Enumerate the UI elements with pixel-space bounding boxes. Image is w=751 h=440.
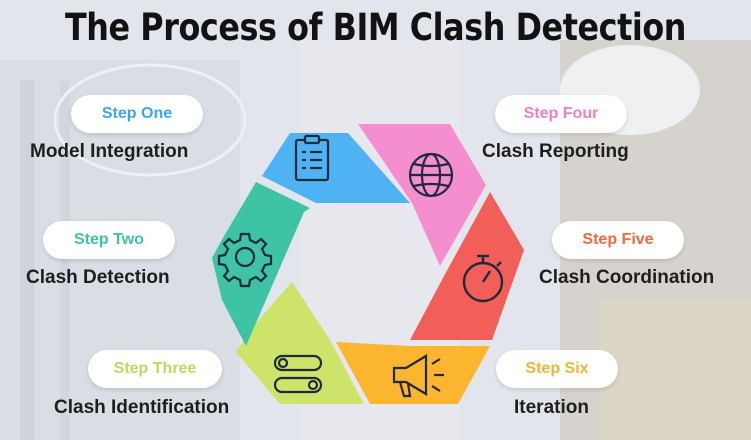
step-one-pill: Step One (71, 95, 203, 133)
clash-reporting-label: Clash Reporting (482, 141, 629, 162)
step-five-label: Step Five (582, 231, 654, 248)
iteration-label: Iteration (514, 397, 589, 418)
clipboard-icon (294, 134, 330, 182)
megaphone-icon (392, 354, 444, 398)
segment-step-five (410, 192, 524, 340)
step-two-label: Step Two (74, 231, 144, 248)
segment-step-one (262, 133, 410, 203)
clash-identification-label: Clash Identification (54, 397, 230, 418)
step-two-pill: Step Two (43, 221, 175, 259)
step-five-pill: Step Five (552, 221, 684, 259)
clash-detection-label: Clash Detection (26, 267, 170, 288)
step-three-label: Step Three (113, 360, 197, 377)
step-six-label: Step Six (525, 360, 589, 377)
model-integration-label: Model Integration (30, 141, 189, 162)
globe-icon (408, 152, 454, 198)
gear-icon (217, 232, 273, 288)
stopwatch-icon (462, 254, 504, 303)
clash-coordination-label: Clash Coordination (539, 267, 715, 288)
segment-step-six (336, 342, 490, 404)
step-four-pill: Step Four (495, 95, 627, 133)
step-one-label: Step One (101, 105, 173, 122)
step-three-pill: Step Three (88, 350, 222, 388)
step-four-label: Step Four (523, 105, 599, 122)
step-six-pill: Step Six (496, 350, 618, 388)
segment-step-three (236, 282, 364, 404)
segment-step-two (212, 182, 310, 346)
toggle-icon (273, 354, 323, 394)
page-title: The Process of BIM Clash Detection (65, 6, 686, 49)
